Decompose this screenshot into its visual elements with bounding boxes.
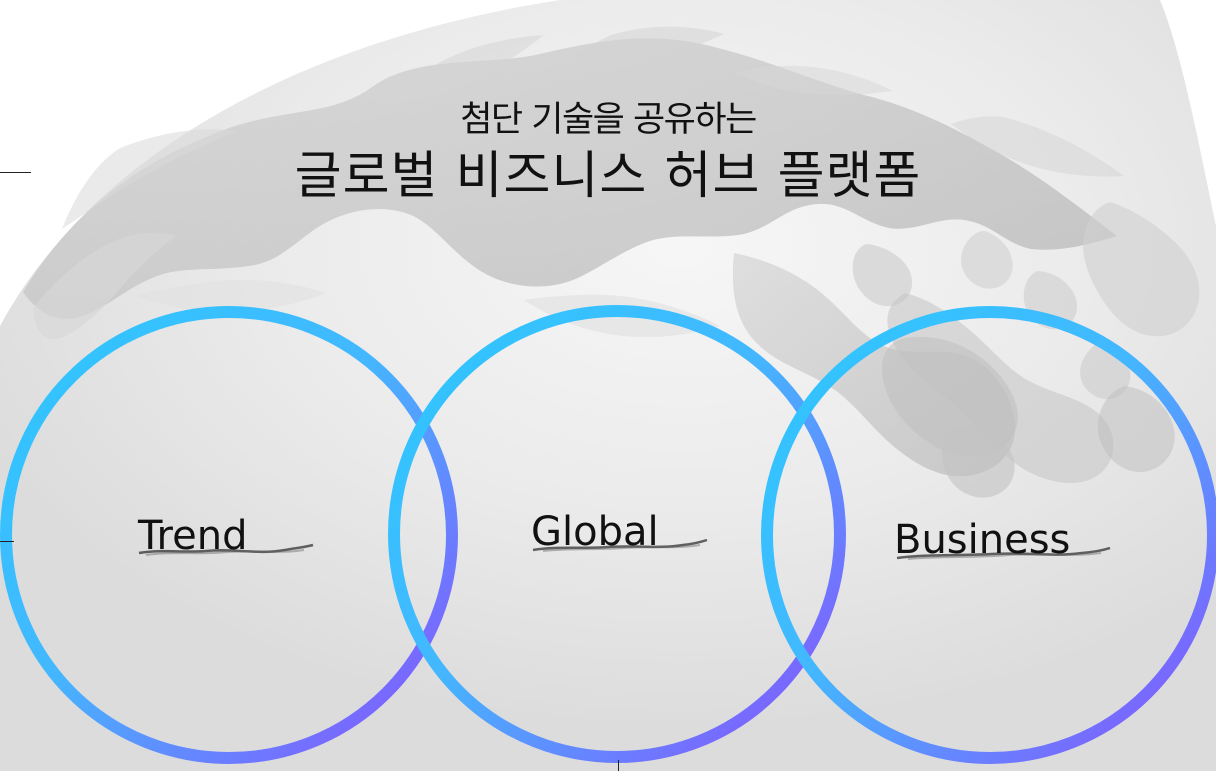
page-title: 글로벌 비즈니스 허브 플랫폼 [294, 147, 922, 206]
ring-trend [0, 306, 458, 764]
edge-line-middle [0, 541, 14, 542]
edge-line-top [0, 172, 31, 173]
concept-label-trend: Trend [138, 512, 314, 560]
brush-swash-icon [138, 543, 314, 556]
concept-word-trend: Trend [138, 513, 248, 559]
headline: 첨단 기술을 공유하는 글로벌 비즈니스 허브 플랫폼 [0, 96, 1216, 210]
page-subtitle: 첨단 기술을 공유하는 [460, 100, 757, 140]
concept-word-global: Global [531, 509, 659, 555]
concept-word-business: Business [894, 517, 1071, 563]
ring-business [761, 306, 1216, 764]
edge-line-bottom [618, 760, 619, 771]
concept-label-global: Global [531, 508, 708, 556]
ring-global [388, 305, 846, 763]
brush-swash-icon [896, 547, 1111, 560]
concept-label-business: Business [894, 516, 1111, 564]
brush-swash-icon [532, 539, 708, 552]
